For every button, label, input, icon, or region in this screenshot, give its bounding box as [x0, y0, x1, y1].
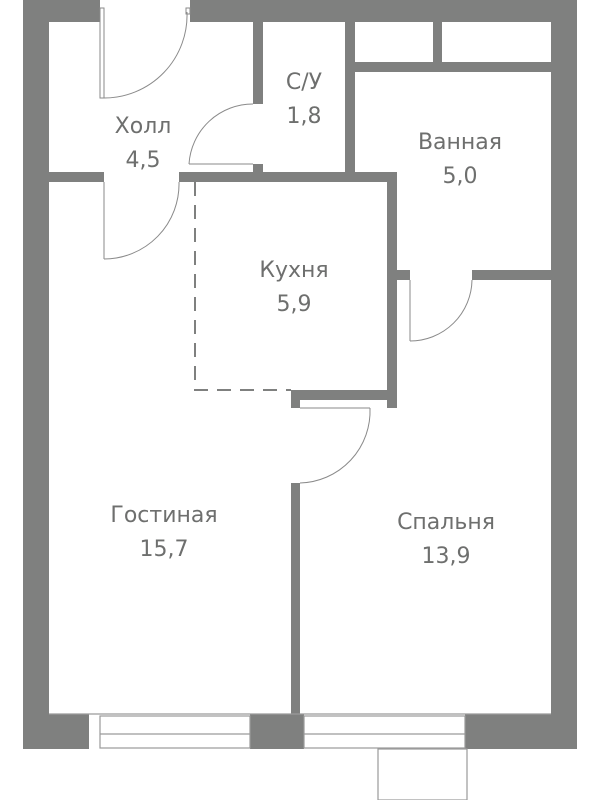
room-area: 1,8 [286, 104, 322, 129]
room-area: 5,9 [276, 292, 312, 317]
room-name: Ванная [417, 130, 503, 155]
room-area: 4,5 [125, 148, 161, 173]
room-name: Кухня [259, 258, 329, 283]
room-label-kitchen: Кухня 5,9 [259, 254, 328, 322]
room-name: С/У [285, 70, 323, 95]
windows [49, 713, 551, 800]
kitchen-zone-boundary [194, 182, 291, 391]
bedroom-door [299, 407, 371, 484]
room-name: Гостиная [110, 503, 218, 528]
room-label-hall: Холл 4,5 [115, 110, 172, 178]
interior-walls [49, 22, 551, 714]
room-area: 5,0 [442, 164, 478, 189]
room-area: 15,7 [139, 537, 189, 562]
room-name: Спальня [397, 510, 495, 535]
room-label-living-room: Гостиная 15,7 [110, 499, 217, 567]
entrance-door [99, 7, 191, 99]
living-door [103, 181, 180, 260]
wc-door [188, 103, 254, 165]
room-name: Холл [114, 114, 172, 139]
room-label-bathroom: Ванная 5,0 [418, 126, 502, 194]
room-area: 13,9 [421, 544, 471, 569]
bathroom-door [409, 279, 473, 342]
room-label-bedroom: Спальня 13,9 [397, 506, 495, 574]
outer-walls [23, 0, 577, 749]
room-label-wc: С/У 1,8 [286, 66, 322, 134]
